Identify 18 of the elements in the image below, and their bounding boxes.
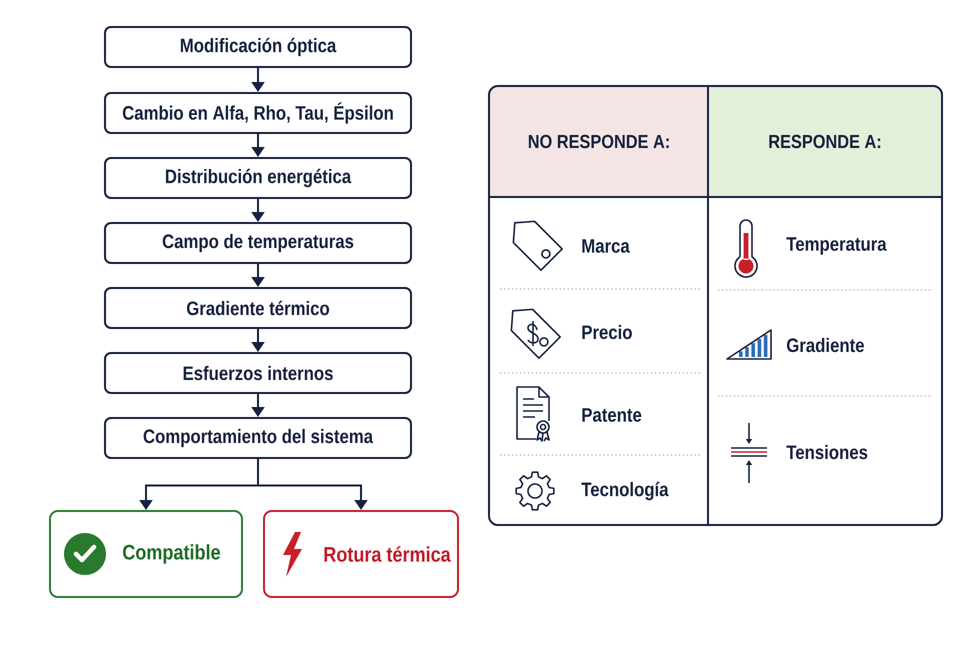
- list-item: Tecnología: [581, 482, 669, 500]
- list-item: Patente: [582, 408, 642, 422]
- list-item: Gradiente: [786, 338, 864, 352]
- process-box: Campo de temperaturas: [104, 222, 412, 264]
- process-box: Distribución energética: [104, 157, 412, 199]
- header-cell: RESPONDE A:: [708, 86, 942, 197]
- process-box: Esfuerzos internos: [104, 352, 412, 394]
- process-box: Modificación óptica: [104, 26, 412, 68]
- process-box: Gradiente térmico: [104, 287, 412, 329]
- list-item: Tensiones: [786, 444, 868, 460]
- list-item: Marca: [582, 239, 630, 253]
- list-item: Temperatura: [786, 237, 887, 255]
- list-item: Precio: [582, 324, 632, 340]
- process-box: Cambio en Alfa, Rho, Tau, Épsilon: [104, 92, 412, 134]
- header-cell: NO RESPONDE A:: [490, 86, 709, 197]
- process-box: Comportamiento del sistema: [104, 417, 412, 459]
- outcome-box: Rotura térmica: [263, 510, 459, 598]
- outcome-box: Compatible: [49, 510, 243, 598]
